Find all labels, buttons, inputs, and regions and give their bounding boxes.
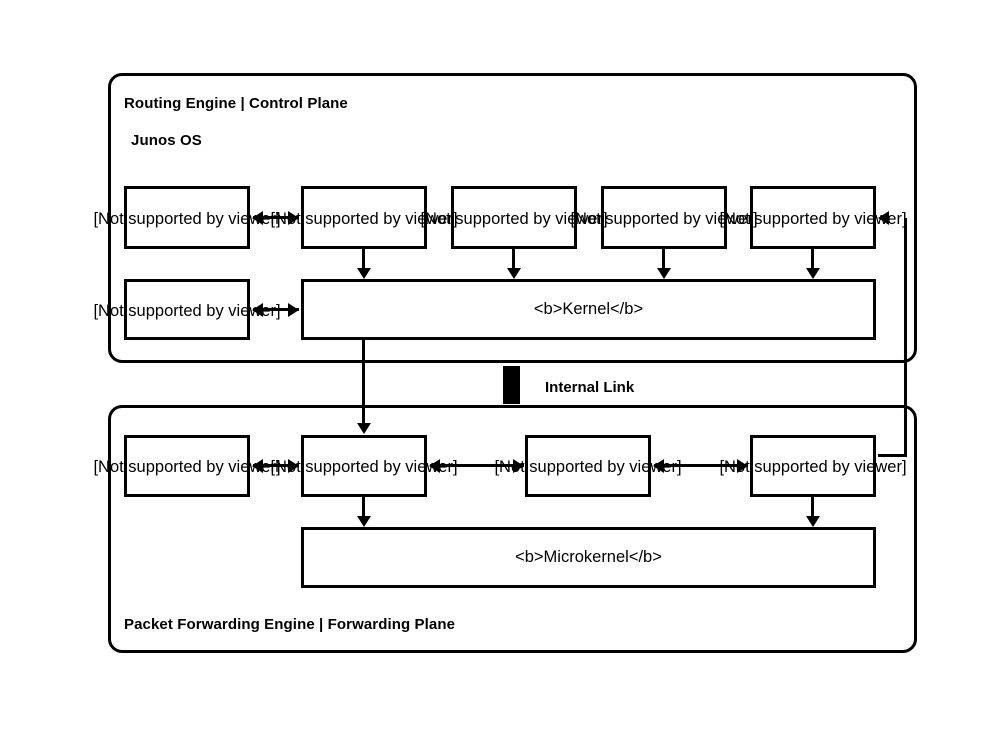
- edge-kernel-pfe2-arrow: [357, 423, 371, 434]
- re-daemon-box-3[interactable]: [451, 186, 577, 249]
- edge-re5-kernel-arrow: [806, 268, 820, 279]
- routing-engine-title: Routing Engine | Control Plane: [124, 95, 348, 112]
- edge-re4-kernel: [662, 249, 665, 271]
- edge-relower-kernel: [253, 308, 299, 311]
- edge-re2-kernel: [362, 249, 365, 271]
- edge-pfe3-pfe4-arrow-right: [737, 459, 748, 473]
- edge-pfe-to-re5-arrow: [878, 211, 889, 225]
- edge-pfe4-microkernel-arrow: [806, 516, 820, 527]
- microkernel-box-label: <b>Microkernel</b>: [515, 548, 662, 566]
- pfe-title: Packet Forwarding Engine | Forwarding Pl…: [124, 616, 456, 633]
- edge-pfe-to-re5-horizontal: [878, 454, 907, 457]
- edge-pfe-to-re5-vertical: [904, 218, 907, 456]
- edge-re1-re2-arrow-left: [252, 211, 263, 225]
- edge-re2-kernel-arrow: [357, 268, 371, 279]
- re-daemon-box-5[interactable]: [750, 186, 876, 249]
- edge-pfe3-pfe4-arrow-left: [653, 459, 664, 473]
- re-daemon-box-1[interactable]: [124, 186, 250, 249]
- re-daemon-box-4[interactable]: [601, 186, 727, 249]
- pfe-box-1[interactable]: [124, 435, 250, 497]
- edge-relower-kernel-arrow-right: [288, 303, 299, 317]
- edge-pfe1-pfe2-arrow-left: [252, 459, 263, 473]
- edge-pfe2-pfe3-arrow-left: [429, 459, 440, 473]
- re-daemon-box-2[interactable]: [301, 186, 427, 249]
- internal-link-bar: [503, 366, 520, 404]
- edge-re3-kernel: [512, 249, 515, 271]
- edge-pfe4-microkernel: [811, 497, 814, 519]
- edge-re3-kernel-arrow: [507, 268, 521, 279]
- edge-pfe1-pfe2: [253, 464, 299, 467]
- edge-kernel-pfe2: [362, 340, 365, 425]
- re-lower-box-1[interactable]: [124, 279, 250, 340]
- pfe-box-3[interactable]: [525, 435, 651, 497]
- edge-pfe2-microkernel-arrow: [357, 516, 371, 527]
- edge-pfe2-pfe3: [430, 464, 524, 467]
- internal-link-label: Internal Link: [545, 379, 635, 396]
- edge-pfe1-pfe2-arrow-right: [288, 459, 299, 473]
- junos-os-subtitle: Junos OS: [131, 132, 202, 149]
- edge-pfe3-pfe4: [654, 464, 748, 467]
- kernel-box[interactable]: <b>Kernel</b>: [301, 279, 876, 340]
- edge-re5-kernel: [811, 249, 814, 271]
- kernel-box-label: <b>Kernel</b>: [533, 300, 644, 318]
- edge-pfe2-pfe3-arrow-right: [513, 459, 524, 473]
- edge-relower-kernel-arrow-left: [252, 303, 263, 317]
- edge-re4-kernel-arrow: [657, 268, 671, 279]
- pfe-box-2[interactable]: [301, 435, 427, 497]
- edge-re1-re2-arrow-right: [288, 211, 299, 225]
- pfe-box-4[interactable]: [750, 435, 876, 497]
- edge-pfe2-microkernel: [362, 497, 365, 519]
- edge-re1-re2: [253, 216, 299, 219]
- microkernel-box[interactable]: <b>Microkernel</b>: [301, 527, 876, 588]
